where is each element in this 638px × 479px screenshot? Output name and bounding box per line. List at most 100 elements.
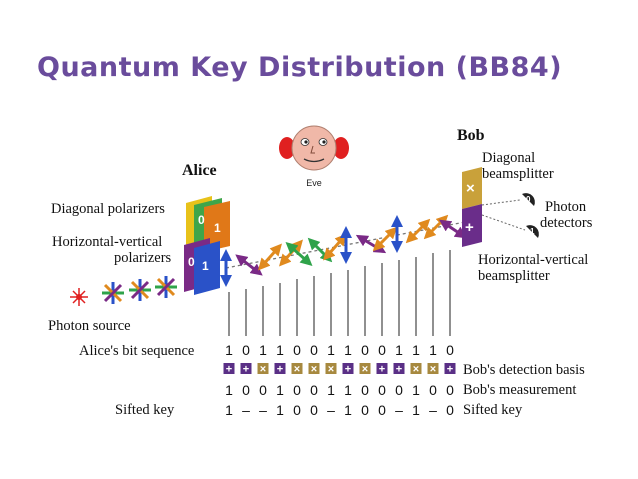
- cross-basis-icon: ×: [427, 363, 439, 376]
- basis-symbol: +: [447, 364, 453, 376]
- photon-7: [323, 233, 347, 261]
- alice-bit: 1: [395, 342, 403, 358]
- alice-bit: 0: [361, 342, 369, 358]
- bob-measurement-value: 1: [276, 382, 284, 398]
- bob-basis-label: Bob's detection basis: [463, 362, 585, 378]
- alice-bit: 0: [378, 342, 386, 358]
- sifted-key-value: –: [395, 402, 403, 418]
- bob-measurement-value: 1: [225, 382, 233, 398]
- hv-0-symbol: 0: [188, 255, 195, 269]
- cross-basis-icon: ×: [359, 363, 371, 376]
- bob-measurement-value: 1: [344, 382, 352, 398]
- alice-bit: 0: [293, 342, 301, 358]
- photon-2: [235, 254, 263, 276]
- bob-measurement-value: 0: [395, 382, 403, 398]
- sifted-key-label-right: Sifted key: [463, 402, 523, 418]
- photon-14: [439, 219, 467, 239]
- svg-text:+: +: [465, 219, 474, 236]
- sifted-key-value: –: [259, 402, 267, 418]
- sifted-key-value: 0: [446, 402, 454, 418]
- bob-measurement-value: 0: [242, 382, 250, 398]
- bob-measurement-label: Bob's measurement: [463, 382, 576, 398]
- svg-text:×: ×: [466, 180, 475, 197]
- bob-measurement-value: 0: [446, 382, 454, 398]
- detector-0-label: 0: [526, 195, 531, 204]
- alice-bit: 1: [327, 342, 335, 358]
- sifted-key-value: 0: [293, 402, 301, 418]
- sifted-key-value: –: [242, 402, 250, 418]
- photon-12: [405, 218, 431, 244]
- alice-label: Alice: [182, 162, 217, 179]
- cross-basis-icon: ×: [325, 363, 337, 376]
- sifted-key-value: 1: [225, 402, 233, 418]
- hv-1-symbol: 1: [202, 259, 209, 273]
- hv-beamsplitter-label-line1: Horizontal-vertical: [478, 252, 588, 268]
- cross-basis-icon: ×: [257, 363, 269, 376]
- basis-symbol: +: [277, 364, 283, 376]
- diagonal-beamsplitter-label-line1: Diagonal: [482, 150, 535, 166]
- alice-diagonal-polarizer: 0 1: [186, 196, 230, 252]
- eve-label: Eve: [306, 178, 322, 188]
- diagonal-beamsplitter-label-line2: beamsplitter: [482, 166, 554, 182]
- plus-basis-icon: +: [342, 363, 354, 376]
- sifted-key-value: 0: [310, 402, 318, 418]
- basis-symbol: ×: [311, 364, 317, 376]
- page-title: Quantum Key Distribution (BB84): [37, 52, 563, 83]
- sifted-key-value: –: [429, 402, 437, 418]
- basis-symbol: +: [379, 364, 385, 376]
- sifted-key-value: –: [327, 402, 335, 418]
- bob-measurement-value: 0: [378, 382, 386, 398]
- basis-symbol: ×: [413, 364, 419, 376]
- photon-6: [307, 237, 333, 263]
- hv-beamsplitter-label-line2: beamsplitter: [478, 268, 550, 284]
- photon-source-label: Photon source: [48, 318, 131, 334]
- photon-detectors-label-line2: detectors: [540, 215, 593, 231]
- photon-13: [423, 214, 449, 240]
- plus-basis-icon: +: [240, 363, 252, 376]
- photon-3: [258, 243, 282, 271]
- sifted-key-value: 1: [276, 402, 284, 418]
- alice-hv-polarizer: 0 1: [184, 238, 220, 295]
- photon-stream: [220, 214, 467, 287]
- eve-figure: Eve: [279, 125, 349, 188]
- cross-basis-icon: ×: [291, 363, 303, 376]
- detector-1-label: 1: [530, 227, 535, 236]
- plus-basis-icon: +: [393, 363, 405, 376]
- bob-basis-row: + + × + × × × + × + + × × +: [223, 363, 456, 376]
- photon-detectors: 0 1: [481, 193, 539, 238]
- sifted-key-value: 1: [344, 402, 352, 418]
- bob-measurement-value: 0: [310, 382, 318, 398]
- alice-bit: 1: [412, 342, 420, 358]
- column-drop-lines: [228, 250, 451, 336]
- alice-bit: 1: [344, 342, 352, 358]
- plus-basis-icon: +: [223, 363, 235, 376]
- plus-basis-icon: +: [376, 363, 388, 376]
- basis-symbol: +: [226, 364, 232, 376]
- photon-5: [285, 242, 313, 266]
- bob-measurement-value: 0: [429, 382, 437, 398]
- sifted-key-value: 1: [412, 402, 420, 418]
- photon-10: [372, 226, 398, 252]
- bob-measurement-value: 1: [412, 382, 420, 398]
- diagonal-polarizers-label: Diagonal polarizers: [51, 201, 165, 217]
- alice-bit: 0: [446, 342, 454, 358]
- diag-1-symbol: 1: [214, 221, 221, 235]
- eve-face-icon: [291, 125, 337, 171]
- plus-basis-icon: +: [274, 363, 286, 376]
- cross-basis-icon: ×: [410, 363, 422, 376]
- basis-symbol: +: [345, 364, 351, 376]
- detector-1-icon: [526, 225, 539, 238]
- alice-bit: 0: [242, 342, 250, 358]
- photon-detectors-label-line1: Photon: [545, 199, 587, 215]
- hv-polarizers-label-line1: Horizontal-vertical: [52, 234, 162, 250]
- alice-bit: 0: [310, 342, 318, 358]
- basis-symbol: +: [396, 364, 402, 376]
- cross-basis-icon: ×: [308, 363, 320, 376]
- sifted-key-value: 0: [361, 402, 369, 418]
- diag-0-symbol: 0: [198, 213, 205, 227]
- bob-label: Bob: [457, 127, 485, 144]
